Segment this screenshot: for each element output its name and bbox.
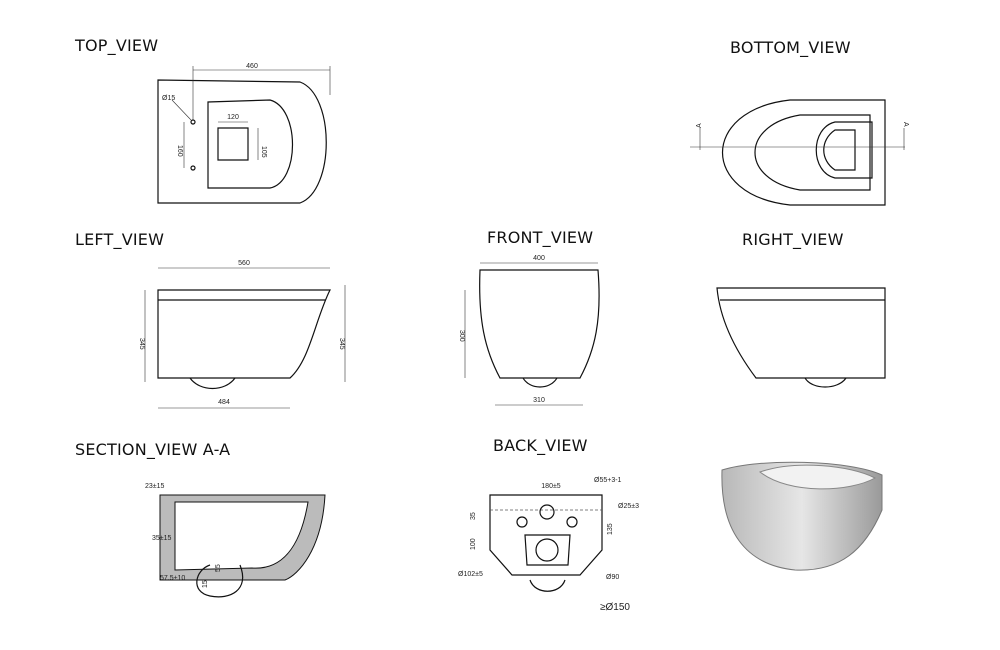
section-top-label: 23±15 <box>145 483 165 490</box>
bottom-view-title: BOTTOM_VIEW <box>730 38 851 57</box>
left-height-label-right: 345 <box>338 338 345 350</box>
front-height-label: 300 <box>458 330 465 342</box>
back-side-hole-label: Ø25±3 <box>618 503 639 510</box>
section-view: SECTION_VIEW A-A 23±15 35±15 57.5±10 55 … <box>0 430 360 650</box>
back-view-drawing: 180±5 Ø55+3-1 Ø25±3 35 100 135 Ø102±5 Ø9… <box>458 477 639 613</box>
top-hole-label: Ø15 <box>162 95 175 102</box>
front-base-label: 310 <box>533 397 545 404</box>
left-view: LEFT_VIEW 560 345 345 484 <box>0 220 360 425</box>
bottom-inner <box>823 129 856 171</box>
section-shell <box>159 494 326 581</box>
bottom-view: BOTTOM_VIEW A A <box>660 0 1000 215</box>
section-drop-label: 15 <box>202 580 209 588</box>
back-outlet-label: Ø102±5 <box>458 571 483 578</box>
left-height-label-left: 345 <box>138 338 145 350</box>
front-view: FRONT_VIEW 400 300 310 <box>440 220 640 425</box>
front-view-title: FRONT_VIEW <box>487 228 594 247</box>
top-hole-upper <box>190 119 196 125</box>
section-marker-right: A <box>902 122 909 127</box>
section-mid-label: 35±15 <box>152 535 172 542</box>
back-right-height-label: 135 <box>607 523 614 535</box>
section-marker-left: A <box>696 123 703 128</box>
section-view-drawing: 23±15 35±15 57.5±10 55 15 <box>145 483 326 598</box>
back-inlet <box>539 504 555 520</box>
top-outline <box>157 79 327 204</box>
section-view-title: SECTION_VIEW A-A <box>75 440 231 459</box>
back-outline <box>489 494 603 576</box>
top-view-drawing: 460 120 105 160 Ø15 <box>157 63 331 204</box>
back-inlet-label: Ø55+3-1 <box>594 477 622 484</box>
top-width-label: 460 <box>246 63 258 70</box>
left-view-drawing: 560 345 345 484 <box>138 260 346 409</box>
back-outlet-outer-label: ≥Ø150 <box>600 602 630 613</box>
top-hole-lower <box>190 165 196 171</box>
left-base-label: 484 <box>218 399 230 406</box>
section-trap-label: 55 <box>215 564 222 572</box>
top-hole-spacing-label: 160 <box>176 145 183 157</box>
right-view: RIGHT_VIEW <box>660 220 1000 425</box>
left-length-label: 560 <box>238 260 250 267</box>
top-inner <box>217 127 249 161</box>
top-view: TOP_VIEW 460 120 105 160 Ø15 <box>0 0 360 215</box>
render-view <box>700 440 900 600</box>
top-inner-height-label: 105 <box>260 146 267 158</box>
top-seat <box>207 99 294 189</box>
top-view-title: TOP_VIEW <box>75 36 159 55</box>
back-depth-label: 35 <box>470 512 477 520</box>
back-hole-right <box>566 516 578 528</box>
section-bottom-label: 57.5±10 <box>160 575 185 582</box>
top-inner-width-label: 120 <box>227 114 239 121</box>
back-outlet-frame <box>524 534 571 566</box>
front-view-drawing: 400 300 310 <box>458 255 600 406</box>
bottom-view-drawing: A A <box>690 99 909 206</box>
back-view: BACK_VIEW 180±5 Ø55+3-1 Ø25±3 35 100 135… <box>440 430 660 650</box>
render-image <box>721 461 883 571</box>
back-height-label: 100 <box>470 538 477 550</box>
front-outline <box>479 269 600 379</box>
section-trap <box>196 564 244 598</box>
front-width-label: 400 <box>533 255 545 262</box>
left-outline <box>157 289 331 379</box>
back-hole-left <box>516 516 528 528</box>
right-view-drawing <box>716 287 886 388</box>
back-outlet-inner-label: Ø90 <box>606 574 619 581</box>
bottom-base <box>815 121 873 179</box>
left-view-title: LEFT_VIEW <box>75 230 165 249</box>
back-outlet <box>535 538 559 562</box>
left-outlet <box>189 377 236 390</box>
back-foot <box>529 579 566 592</box>
right-outlet <box>804 377 847 388</box>
right-view-title: RIGHT_VIEW <box>742 230 844 249</box>
bottom-rim <box>754 114 871 191</box>
right-outline <box>716 287 886 379</box>
back-spacing-label: 180±5 <box>541 483 561 490</box>
bottom-outline <box>722 99 886 206</box>
back-view-title: BACK_VIEW <box>493 436 588 455</box>
front-outlet <box>522 377 558 388</box>
